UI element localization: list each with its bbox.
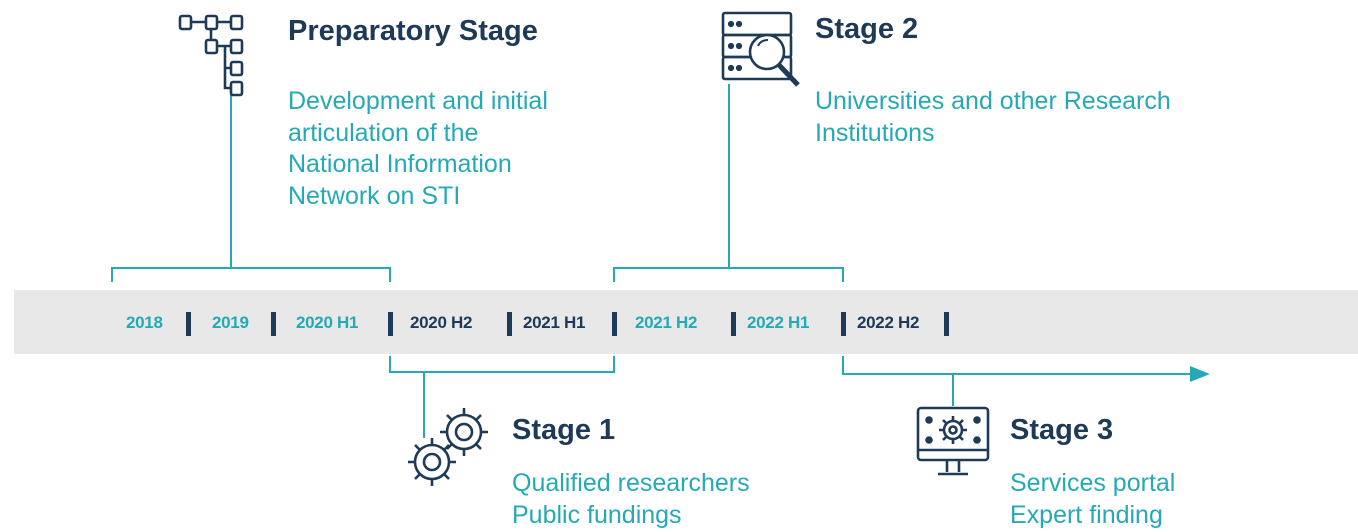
period-2020-h2: 2020 H2 — [410, 313, 473, 332]
description-line: National Information — [288, 150, 512, 178]
period-2019: 2019 — [212, 313, 249, 332]
period-2021-h1: 2021 H1 — [523, 313, 586, 332]
description-line: Services portal — [1010, 469, 1176, 497]
period-2021-h2: 2021 H2 — [635, 313, 698, 332]
period-2020-h1: 2020 H1 — [296, 313, 359, 332]
description-line: Universities and other Research — [815, 87, 1171, 115]
stage-3-description: Services portal Expert finding — [1010, 468, 1175, 531]
period-separator — [186, 312, 191, 336]
description-line: Public fundings — [512, 500, 682, 529]
preparatory-stage-title: Preparatory Stage — [288, 15, 538, 47]
monitor-gear-icon — [914, 404, 994, 489]
period-separator — [388, 312, 393, 336]
stage-1-description: Qualified researchers Public fundings — [512, 468, 750, 531]
period-separator — [731, 312, 736, 336]
description-line: Expert finding — [1010, 500, 1163, 529]
description-line: Institutions — [815, 118, 935, 147]
description-line: articulation of the — [288, 118, 479, 147]
period-separator — [612, 312, 617, 336]
gears-icon — [404, 402, 496, 499]
period-2022-h1: 2022 H1 — [747, 313, 810, 332]
period-2018: 2018 — [126, 313, 163, 332]
period-separator — [944, 312, 949, 336]
stage-3-title: Stage 3 — [1010, 414, 1114, 446]
period-2022-h2: 2022 H2 — [857, 313, 920, 332]
hierarchy-tree-icon — [178, 12, 260, 103]
timeline-arrowhead — [1190, 366, 1210, 382]
stage-2-description: Universities and other Research Institut… — [815, 86, 1171, 149]
description-line: Qualified researchers — [512, 469, 750, 497]
stage-2-title: Stage 2 — [815, 13, 919, 45]
period-separator — [271, 312, 276, 336]
period-separator — [841, 312, 846, 336]
timeline-band — [14, 290, 1358, 354]
server-search-icon — [720, 10, 804, 95]
preparatory-stage-description: Development and initial articulation of … — [288, 86, 548, 212]
description-line: Network on STI — [288, 181, 461, 210]
period-separator — [507, 312, 512, 336]
stage-1-title: Stage 1 — [512, 414, 616, 446]
description-line: Development and initial — [288, 87, 548, 115]
